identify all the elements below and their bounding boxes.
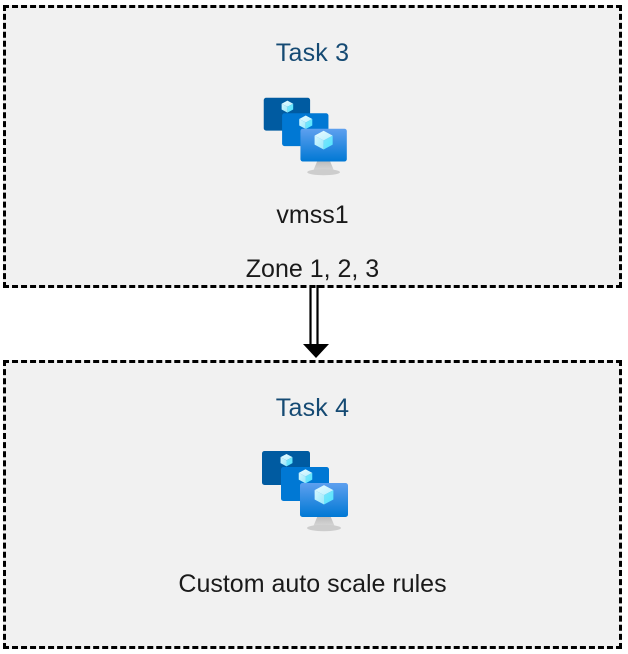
connector-arrow-task3-to-task4 xyxy=(303,285,329,358)
arrowhead-icon xyxy=(303,344,329,358)
task-caption-line1: vmss1 xyxy=(276,201,349,229)
task-title: Task 3 xyxy=(275,39,350,67)
task-box-task4[interactable]: Task 4 xyxy=(3,360,622,649)
task-title: Task 4 xyxy=(275,394,350,422)
azure-virtual-machine-scale-set-icon xyxy=(261,451,348,532)
task-caption-line1: Custom auto scale rules xyxy=(178,570,447,598)
task-box-task3[interactable]: Task 3 xyxy=(3,5,622,288)
azure-virtual-machine-scale-set-icon xyxy=(263,97,347,176)
task-caption-line2: Zone 1, 2, 3 xyxy=(245,255,380,283)
